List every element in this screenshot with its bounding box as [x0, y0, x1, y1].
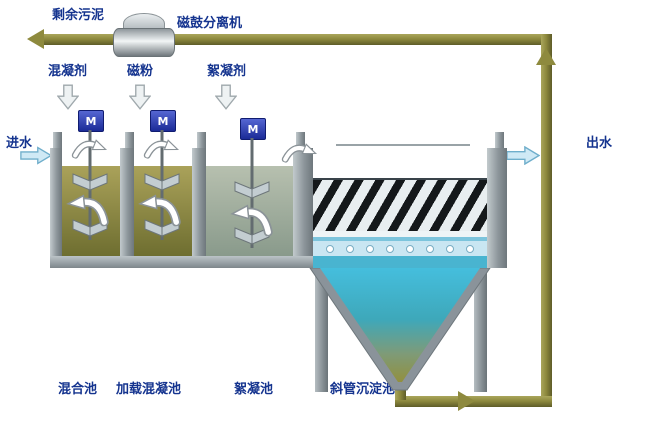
- drum-separator-label: 磁鼓分离机: [177, 16, 243, 31]
- motor-2-label: M: [157, 114, 169, 128]
- sludge-out-arrowhead-icon: [27, 29, 44, 49]
- collection-hole-icon: [366, 244, 374, 253]
- inlet-label: 进水: [6, 136, 33, 151]
- sed-funnel: [309, 268, 491, 391]
- inclined-tube-module: [313, 178, 487, 233]
- funnel-water: [320, 268, 480, 382]
- motor-3-label: M: [247, 122, 259, 136]
- stirrer-2: [144, 130, 180, 240]
- loaded-coagulation-tank-label: 加载混凝池: [116, 382, 182, 397]
- surplus-sludge-label: 剩余污泥: [52, 8, 105, 23]
- drum-dome: [123, 13, 165, 32]
- outlet-label: 出水: [586, 136, 613, 151]
- recycle-right-arrowhead-icon: [458, 391, 475, 411]
- collection-hole-icon: [466, 244, 474, 253]
- tank-wall-2-3-stub: [197, 132, 206, 148]
- collection-hole-icon: [446, 244, 454, 253]
- tank-bottom-slab: [50, 256, 313, 268]
- flocculant-feed-arrow-icon: [215, 84, 237, 110]
- tank-wall-3-sed: [293, 148, 313, 268]
- outlet-arrow-icon: [506, 146, 540, 165]
- collection-holes: [320, 244, 480, 253]
- inlet-arrow-icon: [20, 146, 52, 165]
- sed-wall-right: [487, 148, 507, 268]
- tank-wall-1-2: [120, 148, 134, 268]
- collection-hole-icon: [386, 244, 394, 253]
- collection-hole-icon: [326, 244, 334, 253]
- collection-hole-icon: [426, 244, 434, 253]
- collection-hole-icon: [346, 244, 354, 253]
- mixer-motor-3: M: [240, 118, 266, 140]
- magnetic-powder-feed-arrow-icon: [129, 84, 151, 110]
- collection-line: [313, 237, 487, 241]
- flocculant-label: 絮凝剂: [207, 64, 247, 79]
- overflow-arrow-1-icon: [71, 139, 108, 159]
- drum-body: [113, 28, 175, 57]
- recycle-up-arrowhead-icon: [536, 48, 556, 65]
- sed-wall-right-stub: [495, 132, 504, 148]
- motor-1-label: M: [85, 114, 97, 128]
- magnetic-powder-label: 磁粉: [127, 64, 154, 79]
- collection-hole-icon: [406, 244, 414, 253]
- inclined-tube-sedimentation-tank-label: 斜管沉淀池: [330, 382, 396, 397]
- stirrer-3: [234, 138, 270, 248]
- clear-water-strip: [313, 231, 487, 237]
- effluent-launder-line: [336, 144, 470, 146]
- circulation-arrow-2-icon: [138, 194, 181, 227]
- sed-lower-water: [313, 256, 487, 268]
- tank-wall-3-sed-stub: [296, 132, 305, 148]
- tank-wall-left-outer: [50, 148, 62, 268]
- overflow-arrow-3-icon: [281, 143, 318, 163]
- circulation-arrow-1-icon: [66, 194, 109, 227]
- overflow-arrow-2-icon: [143, 139, 180, 159]
- support-leg-right: [474, 268, 487, 392]
- coagulant-label: 混凝剂: [48, 64, 88, 79]
- mixer-motor-1: M: [78, 110, 104, 132]
- tank-wall-1-2-stub: [125, 132, 134, 148]
- pipe-right-return: [541, 34, 552, 407]
- pipe-top: [44, 34, 552, 45]
- support-leg-left: [315, 268, 328, 392]
- collection-band: [313, 241, 487, 256]
- coagulant-feed-arrow-icon: [57, 84, 79, 110]
- mixing-tank-label: 混合池: [58, 382, 98, 397]
- tank-wall-left-stub: [53, 132, 62, 148]
- mixer-motor-2: M: [150, 110, 176, 132]
- circulation-arrow-3-icon: [230, 204, 273, 237]
- tank-wall-2-3: [192, 148, 206, 268]
- flocculation-tank-label: 絮凝池: [234, 382, 274, 397]
